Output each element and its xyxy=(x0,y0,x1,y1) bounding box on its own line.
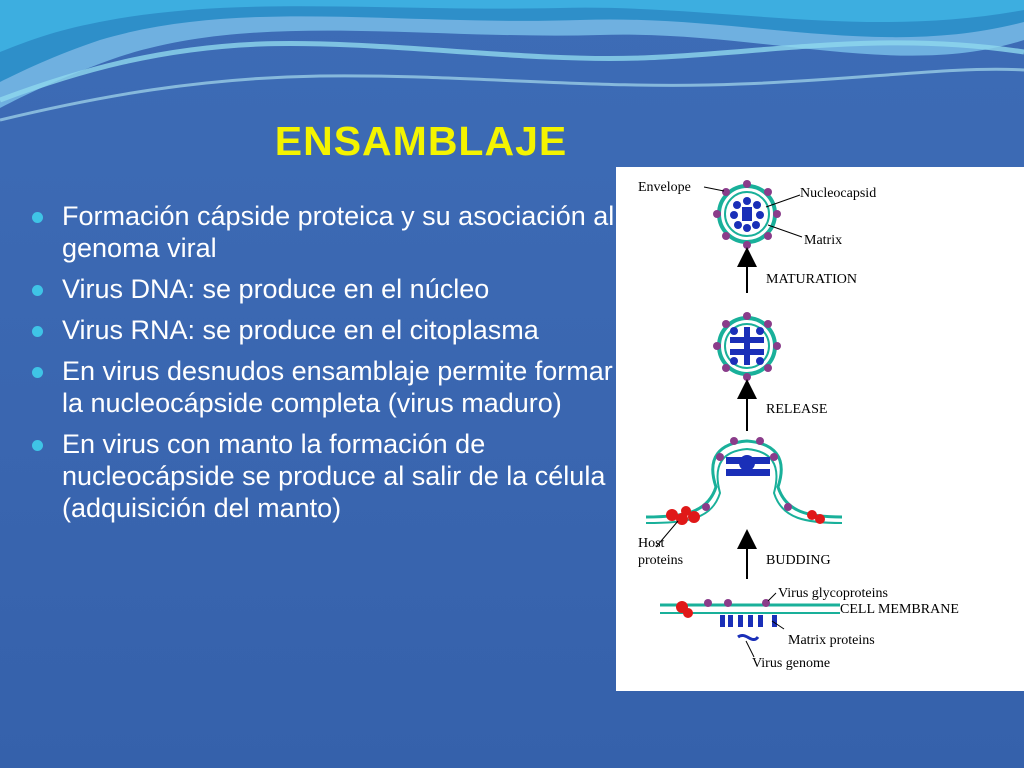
bullet-dot-icon xyxy=(32,440,43,451)
bullet-item: Virus DNA: se produce en el núcleo xyxy=(30,273,630,305)
bullet-text: Formación cápside proteica y su asociaci… xyxy=(62,201,615,263)
bullet-dot-icon xyxy=(32,326,43,337)
bullet-item: Virus RNA: se produce en el citoplasma xyxy=(30,314,630,346)
label-host-proteins-2: proteins xyxy=(638,553,683,568)
bullet-text: En virus desnudos ensamblaje permite for… xyxy=(62,356,613,418)
bullet-item: Formación cápside proteica y su asociaci… xyxy=(30,200,630,264)
label-virus-genome: Virus genome xyxy=(752,656,830,671)
label-budding: BUDDING xyxy=(766,553,831,568)
bullet-list: Formación cápside proteica y su asociaci… xyxy=(30,200,630,533)
label-matrix-proteins: Matrix proteins xyxy=(788,633,875,648)
label-nucleocapsid: Nucleocapsid xyxy=(800,186,876,201)
slide-title: ENSAMBLAJE xyxy=(274,118,568,164)
label-host-proteins-1: Host xyxy=(638,536,665,551)
bullet-dot-icon xyxy=(32,285,43,296)
bullet-text: En virus con manto la formación de nucle… xyxy=(62,429,606,523)
decorative-waves xyxy=(0,0,1024,122)
budding-virion xyxy=(645,437,843,525)
label-cell-membrane: CELL MEMBRANE xyxy=(840,602,959,617)
label-matrix: Matrix xyxy=(804,233,842,248)
released-virion xyxy=(713,312,781,381)
bullet-dot-icon xyxy=(32,367,43,378)
bullet-text: Virus RNA: se produce en el citoplasma xyxy=(62,315,539,345)
label-maturation: MATURATION xyxy=(766,272,857,287)
virus-assembly-diagram: Envelope Nucleocapsid Matrix MATURATION xyxy=(616,167,1024,691)
cell-membrane xyxy=(660,599,840,641)
diagram-canvas: Envelope Nucleocapsid Matrix MATURATION xyxy=(638,180,959,671)
bullet-item: En virus con manto la formación de nucle… xyxy=(30,428,630,524)
label-release: RELEASE xyxy=(766,402,827,417)
label-envelope: Envelope xyxy=(638,180,691,195)
label-virus-glycoproteins: Virus glycoproteins xyxy=(778,586,888,601)
bullet-dot-icon xyxy=(32,212,43,223)
bullet-item: En virus desnudos ensamblaje permite for… xyxy=(30,355,630,419)
bullet-text: Virus DNA: se produce en el núcleo xyxy=(62,274,490,304)
